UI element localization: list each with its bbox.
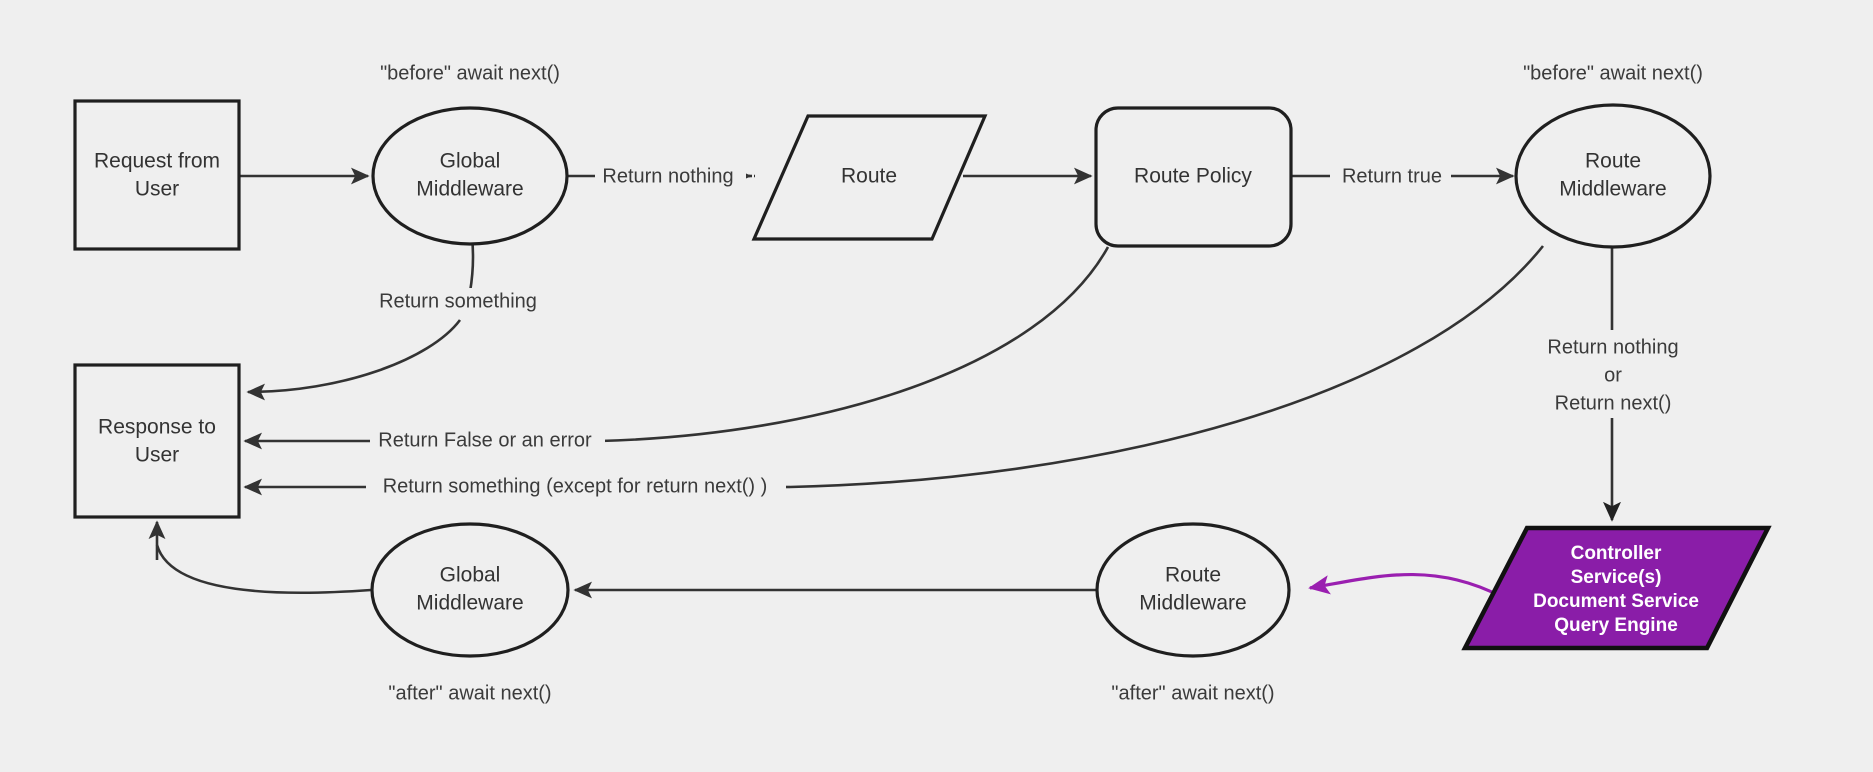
annotation-after-await-next-route: "after" await next() [1111,682,1274,704]
svg-text:Global: Global [440,564,501,587]
svg-text:Return something (except for r: Return something (except for return next… [383,475,768,497]
svg-text:Return nothing: Return nothing [1547,336,1678,358]
node-global-middleware-bottom[interactable]: Global Middleware [370,522,570,658]
response-to-user-rect [73,363,241,519]
global-middleware-top-ellipse [371,106,569,246]
edge-label-return-nothing: Return nothing [596,163,746,189]
svg-text:Service(s): Service(s) [1571,567,1662,588]
edge-label-return-false-or-error: Return False or an error [370,428,605,455]
node-route[interactable]: Route [751,114,988,241]
edge-label-return-true: Return true [1331,163,1451,189]
svg-text:Middleware: Middleware [1139,592,1246,615]
svg-text:Return something: Return something [379,290,537,312]
svg-text:Response to: Response to [98,416,216,439]
svg-text:Middleware: Middleware [416,178,523,201]
node-global-middleware-top[interactable]: Global Middleware [371,106,569,246]
controller-services-parallelogram [1461,525,1772,651]
node-controller-services[interactable]: Controller Service(s) Document Service Q… [1461,525,1772,651]
svg-text:Route: Route [841,165,897,188]
edge-route-middleware-to-response-curve [789,245,1545,489]
route-policy-rect [1094,106,1293,248]
node-response-to-user[interactable]: Response to User [73,363,241,519]
edge-global-middleware-to-response-curve [246,319,462,401]
route-middleware-top-ellipse [1514,103,1712,249]
node-route-middleware-top[interactable]: Route Middleware [1514,103,1712,249]
edge-label-return-something: Return something [364,288,579,316]
request-from-user-rect [73,99,241,251]
svg-text:Route: Route [1585,150,1641,173]
svg-text:Return False or an error: Return False or an error [378,429,592,451]
edge-route-policy-to-response-curve [599,246,1110,443]
edge-label-return-something-except-next: Return something (except for return next… [366,474,786,501]
edge-controller-to-route-middleware-bottom [1308,572,1501,598]
route-parallelogram [751,114,988,241]
annotation-after-await-next-global: "after" await next() [388,682,551,704]
svg-text:Route Policy: Route Policy [1134,165,1252,188]
svg-text:Return next(): Return next() [1555,392,1672,414]
svg-text:Query Engine: Query Engine [1554,615,1678,636]
svg-text:Route: Route [1165,564,1221,587]
svg-text:Document Service: Document Service [1533,591,1699,612]
edge-label-return-nothing-or-next: Return nothing or Return next() [1530,330,1698,418]
svg-text:Return true: Return true [1342,165,1442,187]
annotation-before-await-next-global: "before" await next() [380,62,560,84]
edge-global-middleware-bottom-to-response-curve [155,544,372,594]
global-middleware-bottom-ellipse [370,522,570,658]
svg-text:User: User [135,178,179,201]
svg-text:User: User [135,444,179,467]
svg-text:Return nothing: Return nothing [602,165,733,187]
svg-text:Middleware: Middleware [1559,178,1666,201]
annotation-before-await-next-route: "before" await next() [1523,62,1703,84]
svg-text:Global: Global [440,150,501,173]
route-middleware-bottom-ellipse [1095,522,1291,658]
svg-text:Controller: Controller [1571,543,1662,564]
svg-text:Request from: Request from [94,150,220,173]
node-route-policy[interactable]: Route Policy [1094,106,1293,248]
svg-text:or: or [1604,364,1622,386]
svg-text:Middleware: Middleware [416,592,523,615]
node-request-from-user[interactable]: Request from User [73,99,241,251]
node-route-middleware-bottom[interactable]: Route Middleware [1095,522,1291,658]
